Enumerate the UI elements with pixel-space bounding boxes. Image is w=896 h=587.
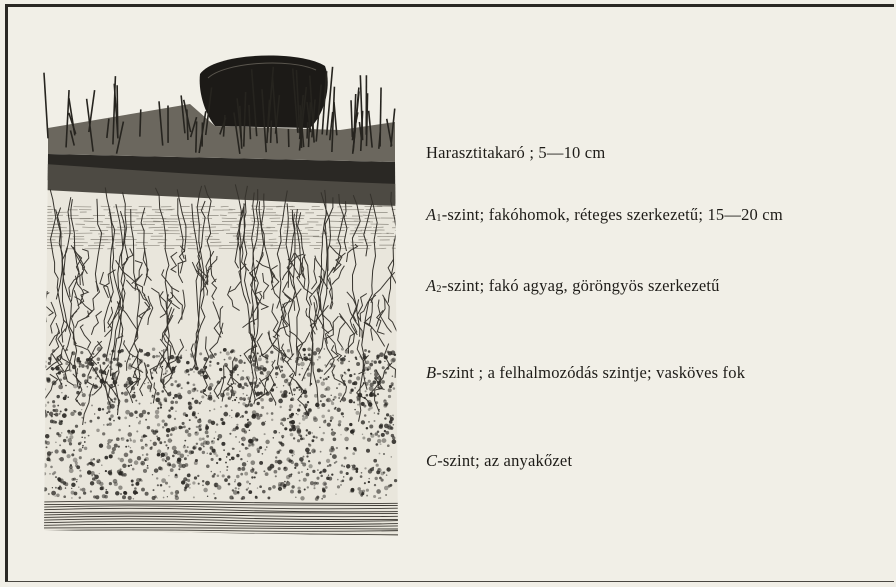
soil-profile-drawing	[40, 44, 400, 556]
horizon-labels: Harasztitakaró ; 5—10 cm A1-szint; fakóh…	[426, 0, 896, 587]
soil-horizons	[40, 134, 400, 556]
soil-profile-illustration	[40, 44, 400, 556]
horizon-label-c: C-szint; az anyakőzet	[426, 451, 572, 471]
horizon-label-litter: Harasztitakaró ; 5—10 cm	[426, 143, 605, 163]
horizon-label-a2: A2-szint; fakó agyag, göröngyös szerkeze…	[426, 276, 720, 296]
horizon-label-b: B-szint ; a felhalmozódás szintje; vaskö…	[426, 363, 745, 383]
vegetation-layer	[44, 56, 395, 162]
horizon-label-a1: A1-szint; fakóhomok, réteges szerkezetű;…	[426, 205, 783, 225]
